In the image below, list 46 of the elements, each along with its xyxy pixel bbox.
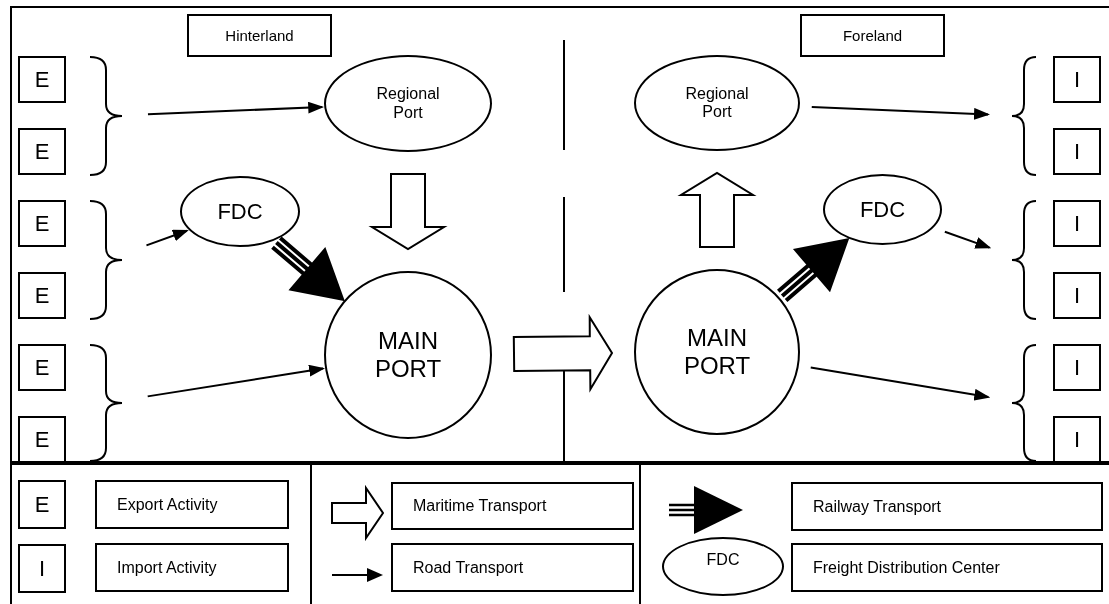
- region-box: Hinterland: [187, 14, 332, 57]
- legend-text: Road Transport: [391, 543, 634, 592]
- curly-brace: [90, 56, 122, 176]
- activity-box: E: [18, 344, 66, 391]
- activity-box: E: [18, 480, 66, 529]
- port-ellipse: FDC: [823, 174, 942, 245]
- block-arrow: [677, 171, 757, 248]
- activity-box: E: [18, 200, 66, 247]
- legend-text: Railway Transport: [791, 482, 1103, 531]
- curly-brace: [1012, 344, 1036, 462]
- arrow: [146, 364, 326, 398]
- curly-brace: [90, 344, 122, 462]
- railway-arrow: [776, 238, 849, 303]
- activity-box: I: [1053, 128, 1101, 175]
- activity-box: E: [18, 416, 66, 463]
- activity-box: I: [1053, 56, 1101, 103]
- legend-text: Freight Distribution Center: [791, 543, 1103, 592]
- curly-brace: [1012, 200, 1036, 320]
- activity-box: E: [18, 56, 66, 103]
- activity-box: I: [1053, 416, 1101, 463]
- activity-box: E: [18, 128, 66, 175]
- port-ellipse: Regional Port: [324, 55, 492, 152]
- arrow: [145, 229, 189, 247]
- railway-arrow: [270, 236, 344, 301]
- arrow: [943, 230, 992, 249]
- legend-text: Maritime Transport: [391, 482, 634, 530]
- center-ellipse: FDC: [662, 537, 784, 596]
- port-circle: MAIN PORT: [324, 271, 492, 439]
- curly-brace: [1012, 56, 1036, 176]
- arrow: [810, 106, 990, 120]
- activity-box: I: [1053, 344, 1101, 391]
- activity-box: I: [18, 544, 66, 593]
- legend-text: Export Activity: [95, 480, 289, 529]
- port-ellipse: Regional Port: [634, 55, 800, 151]
- arrow: [147, 101, 325, 116]
- block-arrow: [512, 313, 614, 393]
- region-box: Foreland: [800, 14, 945, 57]
- block-arrow: [368, 173, 448, 251]
- activity-box: E: [18, 272, 66, 319]
- curly-brace: [90, 200, 122, 320]
- activity-box: I: [1053, 272, 1101, 319]
- port-circle: MAIN PORT: [634, 269, 800, 435]
- port-ellipse: FDC: [180, 176, 300, 247]
- arrow: [809, 366, 991, 401]
- legend-text: Import Activity: [95, 543, 289, 592]
- activity-box: I: [1053, 200, 1101, 247]
